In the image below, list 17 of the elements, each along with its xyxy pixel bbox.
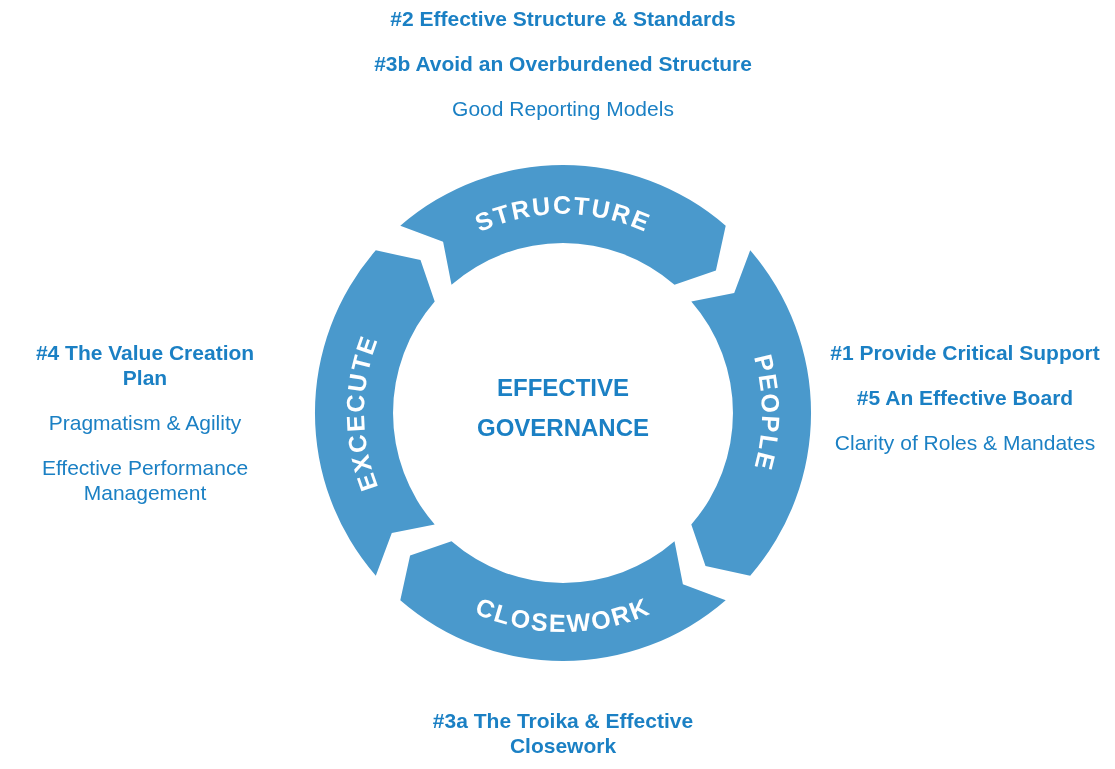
heading-text: #4 The Value Creation Plan — [34, 340, 256, 390]
arrow-segment — [691, 250, 812, 576]
note-text: Effective Performance Management — [40, 455, 250, 505]
note-text: Pragmatism & Agility — [48, 410, 242, 435]
heading-text: #1 Provide Critical Support — [830, 340, 1100, 365]
note-text: Good Reporting Models — [452, 96, 674, 121]
arrow-segment — [400, 164, 726, 285]
heading-text: #2 Effective Structure & Standards — [390, 6, 736, 31]
center-title: EFFECTIVE GOVERNANCE — [476, 373, 650, 443]
heading-text: #5 An Effective Board — [856, 385, 1074, 410]
heading-text: #3a The Troika & Effective Closework — [431, 708, 695, 758]
segment-label: STRUCTURE — [470, 191, 656, 237]
segment-label: CLOSEWORK — [472, 591, 654, 638]
arrow-segment — [314, 250, 435, 576]
note-text: Clarity of Roles & Mandates — [834, 430, 1096, 455]
heading-text: #3b Avoid an Overburdened Structure — [374, 51, 752, 76]
arrow-segment — [400, 541, 726, 662]
